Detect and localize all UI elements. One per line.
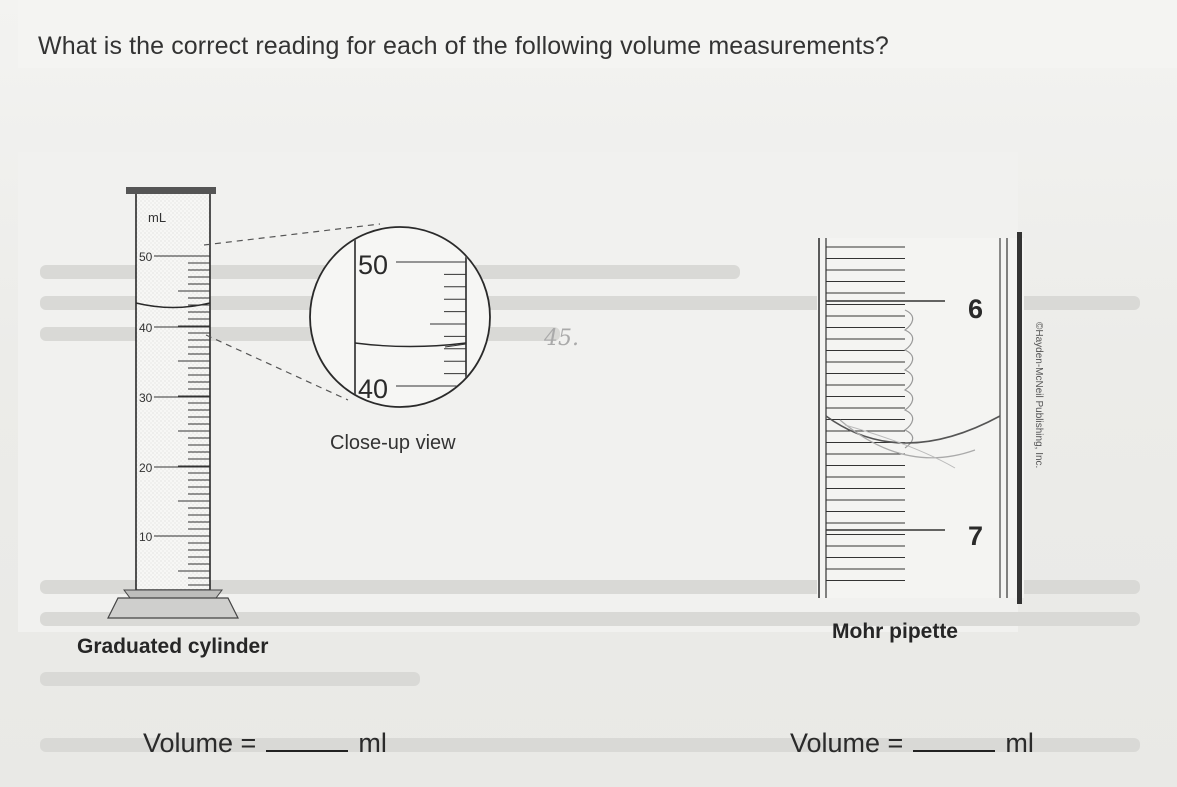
- volume-unit: ml: [1005, 728, 1034, 758]
- pipette-volume-blank[interactable]: [913, 730, 996, 752]
- cylinder-scale-label-30: 30: [139, 391, 153, 405]
- header-strip: [18, 0, 1177, 68]
- closeup-view: [309, 226, 491, 408]
- cylinder-scale-label-40: 40: [139, 321, 153, 335]
- pipette-label-6: 6: [968, 294, 983, 324]
- handwritten-note: 45.: [543, 326, 579, 351]
- graduated-cylinder: [107, 187, 239, 619]
- volume-prefix: Volume =: [143, 728, 257, 758]
- pipette-publisher-credit: ©Hayden-McNeil Publishing, Inc.: [1033, 322, 1044, 468]
- closeup-label-40: 40: [358, 374, 388, 404]
- pipette-label-7: 7: [968, 521, 983, 551]
- cylinder-volume-blank[interactable]: [266, 730, 349, 752]
- closeup-caption: Close-up view: [330, 432, 456, 454]
- mohr-pipette: [817, 232, 1024, 604]
- cylinder-scale-label-10: 10: [139, 530, 153, 544]
- cylinder-scale-label-20: 20: [139, 461, 153, 475]
- mohr-pipette-caption: Mohr pipette: [832, 620, 958, 643]
- pipette-volume-answer: Volume = ml: [790, 728, 1034, 759]
- closeup-leader-top: [203, 223, 381, 246]
- cylinder-scale-label-50: 50: [139, 250, 153, 264]
- volume-unit: ml: [358, 728, 387, 758]
- cylinder-volume-answer: Volume = ml: [143, 728, 387, 759]
- closeup-label-50: 50: [358, 250, 388, 280]
- volume-prefix: Volume =: [790, 728, 904, 758]
- cylinder-unit-label: mL: [148, 210, 166, 225]
- graduated-cylinder-caption: Graduated cylinder: [77, 635, 269, 658]
- closeup-leader-bottom: [205, 334, 349, 401]
- question-text: What is the correct reading for each of …: [38, 32, 889, 60]
